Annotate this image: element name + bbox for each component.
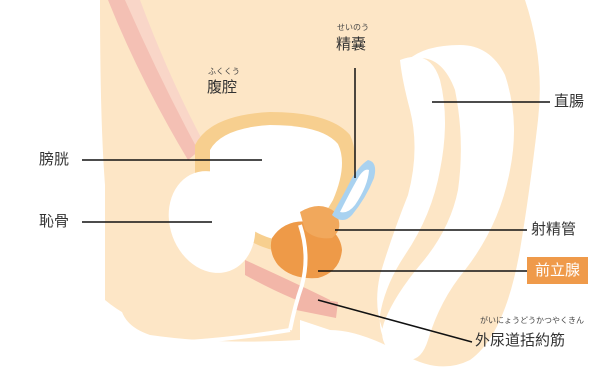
bladder-label: 膀胱 (39, 152, 69, 167)
ejaculatory-duct-label: 射精管 (531, 222, 576, 237)
rectum-label: 直腸 (554, 94, 584, 109)
seminal-vesicle-label: 精嚢 (336, 37, 366, 52)
peritoneal-label: 腹腔 (207, 80, 237, 95)
seminal-vesicle-reading: せいのう (337, 24, 369, 32)
lower-tissue (120, 300, 300, 342)
prostate-label: 前立腺 (527, 257, 588, 284)
urethral-sphincter-reading: がいにょうどうかつやくきん (480, 317, 584, 325)
pubic-bone-label: 恥骨 (39, 214, 69, 229)
urethral-sphincter-label: 外尿道括約筋 (475, 333, 565, 348)
peritoneal-reading: ふくくう (208, 68, 240, 76)
